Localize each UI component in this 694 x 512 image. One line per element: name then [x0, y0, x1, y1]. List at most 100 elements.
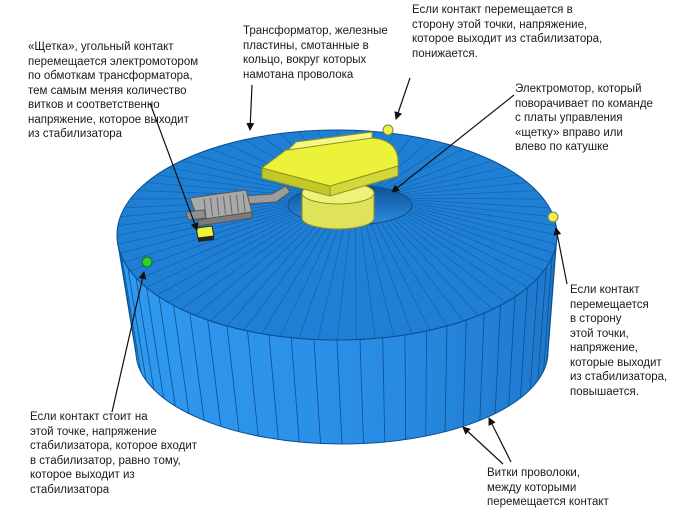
top-winding-line — [409, 199, 550, 209]
top-winding-line — [403, 214, 528, 288]
side-winding-line — [462, 319, 467, 427]
top-winding-line — [393, 160, 493, 192]
voltage-down-point — [382, 124, 394, 136]
top-winding-line — [400, 216, 518, 296]
top-winding-line — [408, 197, 544, 200]
brush-tooth — [236, 194, 239, 213]
side-winding-line — [508, 296, 516, 407]
side-winding-line — [121, 256, 141, 372]
side-winding-line — [117, 245, 138, 362]
side-winding-line — [336, 339, 343, 445]
top-winding-line — [156, 216, 300, 296]
top-winding-line — [370, 223, 413, 334]
carbon-brush-base — [198, 236, 214, 242]
top-winding-line — [168, 217, 303, 303]
side-winding-line — [268, 334, 279, 440]
arrow-brush — [149, 102, 199, 231]
top-winding-line — [210, 221, 315, 322]
side-winding-line — [359, 339, 364, 444]
top-winding-line — [146, 214, 297, 288]
top-winding-line — [406, 213, 537, 280]
top-winding-line — [411, 208, 554, 254]
top-winding-line — [226, 222, 320, 327]
side-winding-line — [382, 337, 386, 443]
side-winding-line — [537, 267, 547, 381]
top-winding-line — [137, 213, 294, 280]
top-winding-line — [156, 174, 300, 194]
top-winding-line — [397, 167, 506, 193]
top-winding-line — [181, 218, 307, 310]
top-winding-line — [408, 211, 544, 272]
side-winding-line — [127, 267, 147, 381]
side-winding-line — [247, 330, 259, 437]
top-winding-line — [397, 217, 506, 303]
side-winding-line — [173, 305, 190, 414]
torus-side-windings — [117, 245, 557, 445]
top-winding-line — [411, 201, 554, 218]
side-winding-line — [404, 334, 407, 440]
top-winding-line — [298, 224, 340, 339]
side-winding-line — [520, 287, 528, 399]
arrow-voltage-up — [553, 227, 568, 285]
side-winding-line — [189, 312, 205, 421]
equal-voltage-callout: Если контакт стоит на этой точке, напряж… — [30, 411, 198, 496]
top-winding-line — [317, 224, 345, 340]
voltage-up-point — [547, 211, 559, 223]
top-winding-line — [146, 182, 297, 196]
side-winding-line — [546, 245, 557, 362]
top-winding-line — [409, 209, 550, 263]
top-winding-line — [243, 222, 325, 331]
top-winding-line — [411, 206, 557, 245]
top-winding-line — [380, 222, 448, 327]
arrow-windings-2 — [488, 417, 512, 463]
top-winding-line — [195, 220, 311, 316]
side-winding-line — [207, 319, 222, 427]
brush-tooth — [229, 195, 233, 214]
top-winding-line — [411, 203, 557, 227]
arrow-transformer — [246, 84, 255, 131]
side-winding-line — [543, 256, 553, 372]
voltage-down-callout: Если контакт перемещается в сторону этой… — [412, 4, 603, 60]
brush-holder — [185, 189, 253, 227]
top-winding-line — [385, 148, 464, 189]
top-winding-line — [360, 224, 376, 339]
top-winding-line — [403, 182, 528, 196]
brush-callout: «Щетка», угольный контакт перемещается э… — [28, 41, 199, 140]
side-winding-line — [226, 325, 240, 432]
side-winding-line — [479, 312, 485, 421]
arrow-windings-1 — [462, 426, 504, 465]
top-winding-line — [355, 224, 357, 340]
top-winding-line — [261, 223, 330, 334]
side-winding-line — [146, 287, 164, 399]
top-winding-line — [365, 224, 395, 337]
brush-tooth — [216, 197, 220, 216]
top-winding-line — [400, 174, 518, 194]
top-winding-line — [411, 204, 558, 236]
brush-tooth — [242, 193, 246, 212]
arrow-motor — [391, 94, 515, 193]
top-winding-line — [168, 167, 303, 193]
carbon-brush — [195, 225, 215, 239]
top-winding-line — [279, 224, 335, 337]
brush-tooth — [203, 198, 207, 218]
top-winding-line — [375, 222, 431, 331]
top-winding-line — [336, 224, 351, 341]
side-winding-line — [529, 277, 539, 390]
top-winding-line — [130, 211, 292, 272]
side-winding-line — [425, 330, 427, 437]
side-winding-line — [494, 305, 501, 414]
side-winding-line — [290, 337, 300, 443]
top-winding-line — [389, 220, 479, 316]
brush-tooth — [210, 198, 213, 217]
top-winding-line — [406, 190, 537, 197]
side-winding-line — [158, 296, 176, 407]
equal-voltage-point — [141, 256, 153, 268]
motor-bracket-ridge — [286, 131, 373, 151]
arrow-equal — [111, 271, 147, 413]
motor-callout: Электромотор, который поворачивает по ко… — [515, 83, 653, 153]
transformer-callout: Трансформатор, железные пластины, смотан… — [243, 25, 388, 81]
voltage-up-callout: Если контакт перемещается в сторону этой… — [570, 284, 668, 398]
top-winding-line — [385, 221, 464, 322]
arrow-voltage-down — [394, 77, 411, 120]
